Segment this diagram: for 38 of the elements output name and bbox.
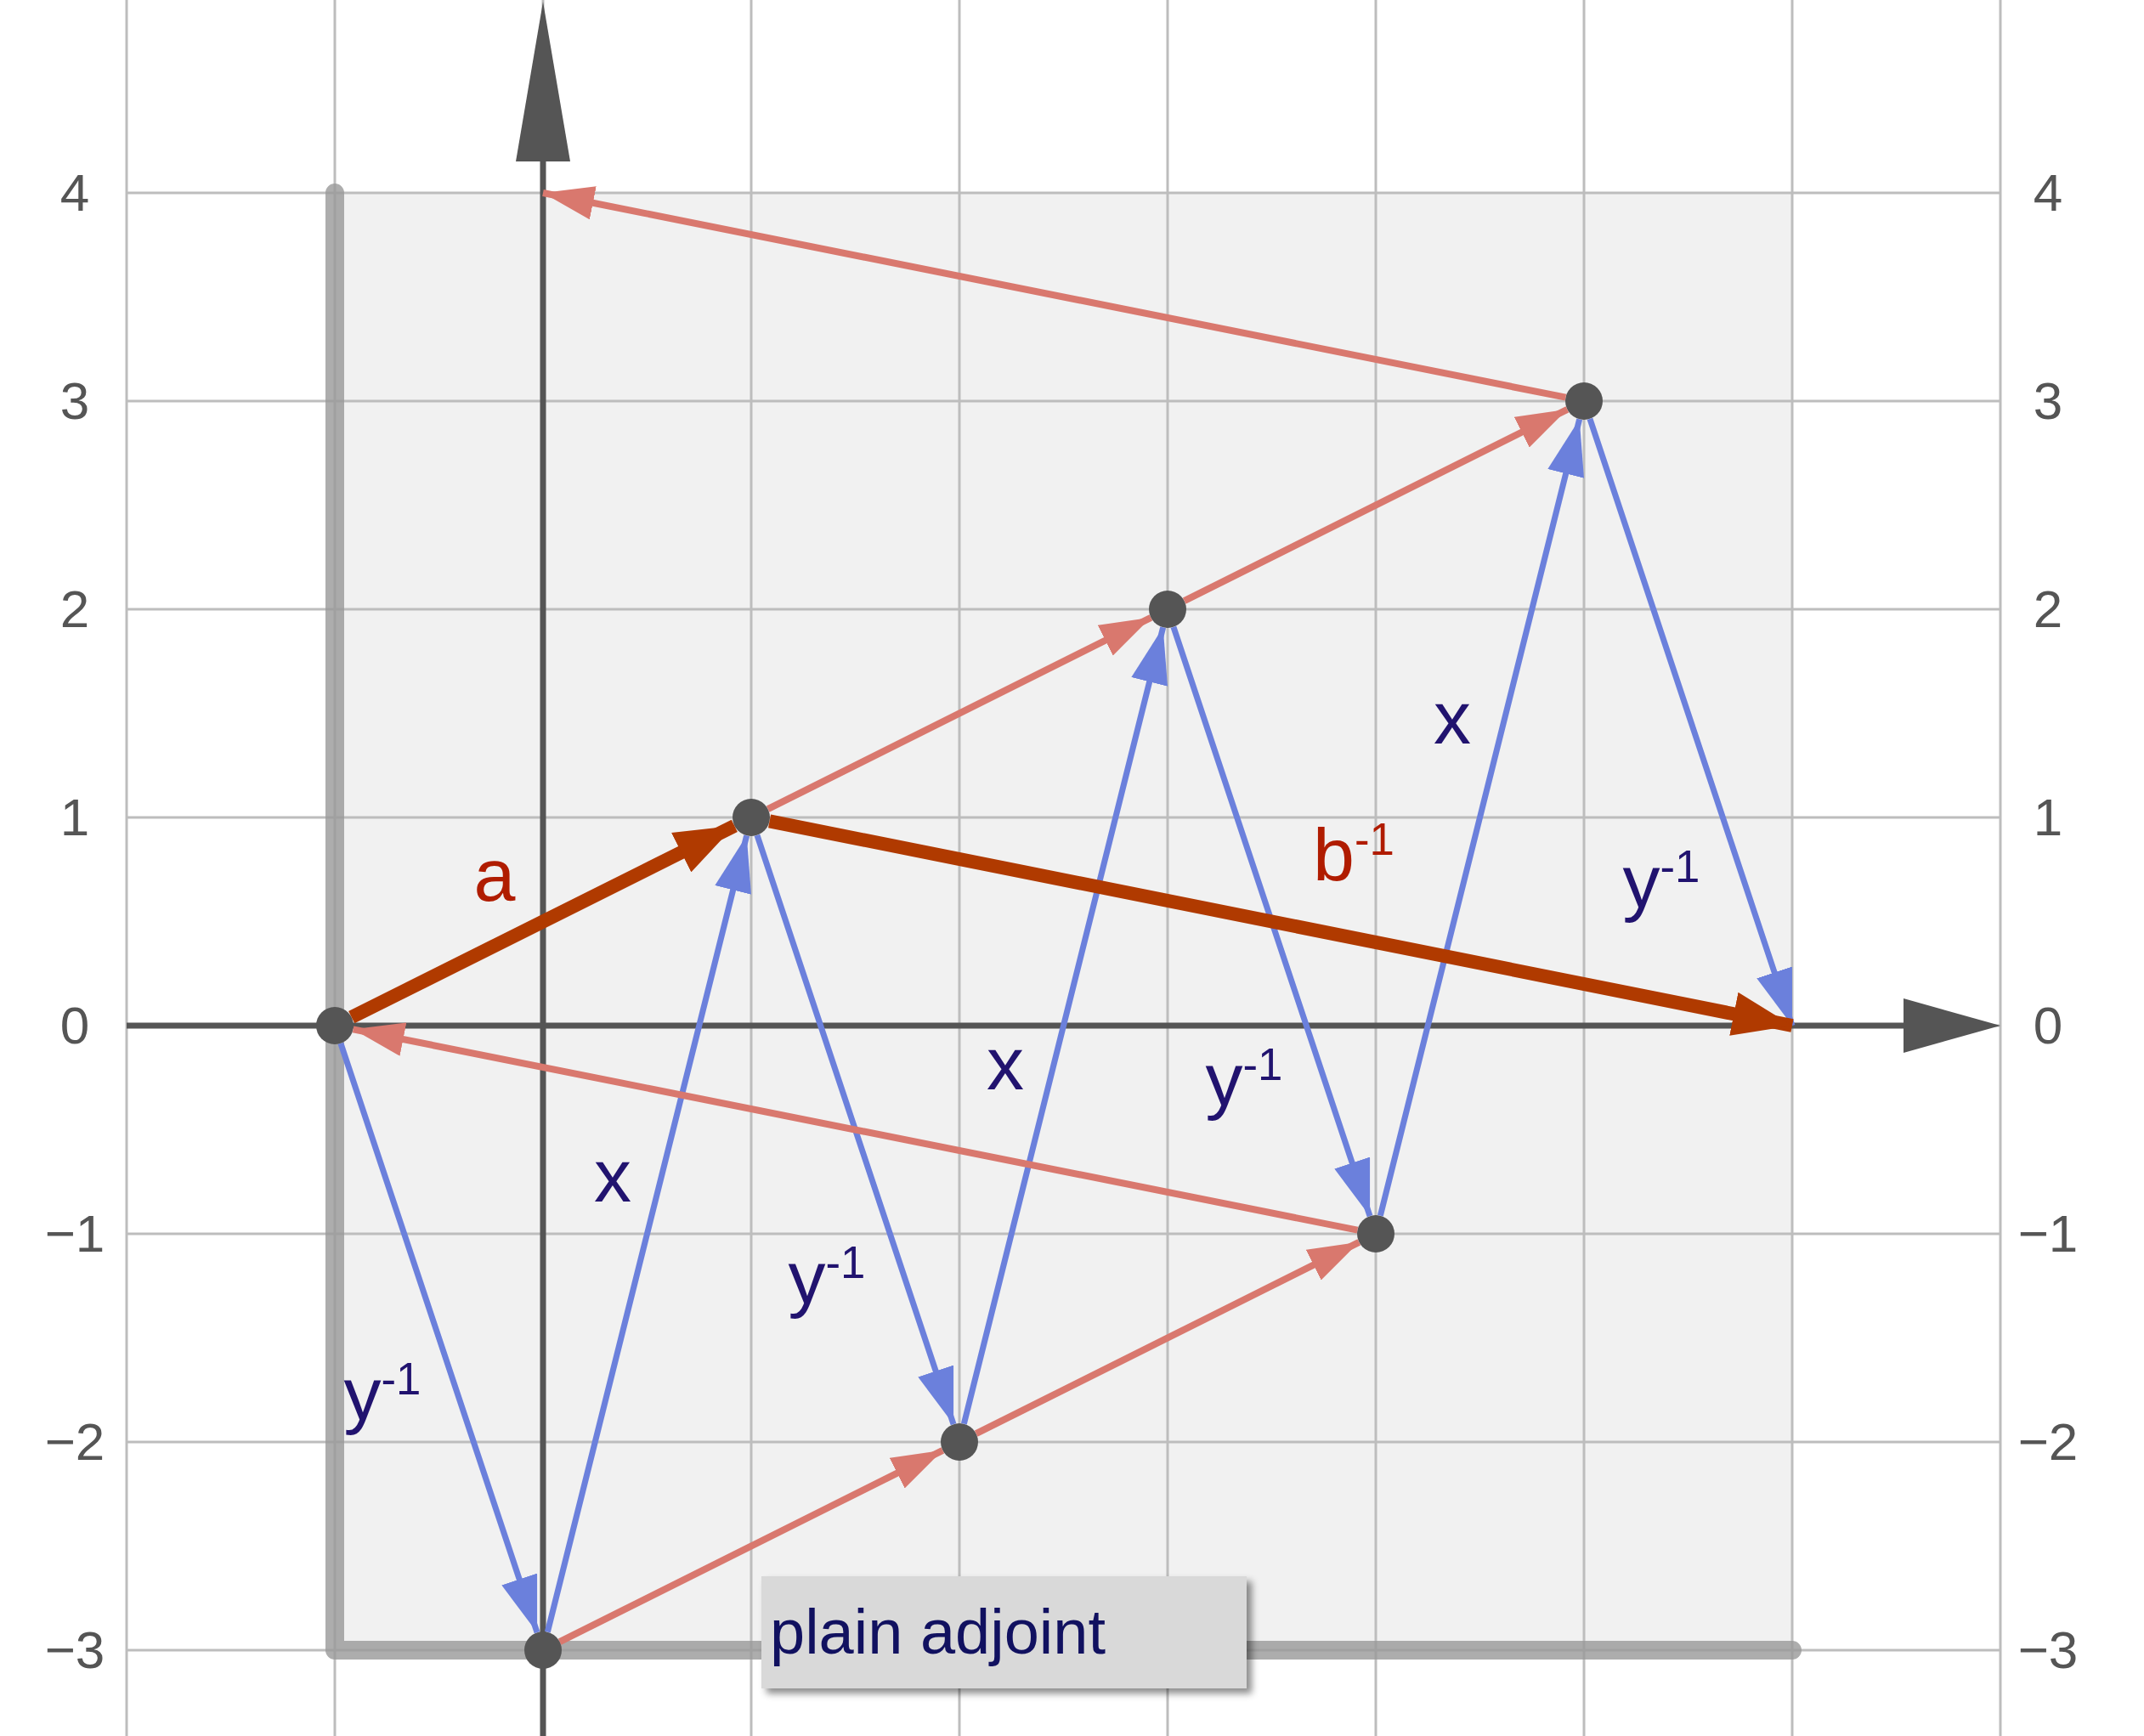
- axis-tick-label: 3: [2033, 375, 2063, 427]
- arrow: [337, 1042, 540, 1634]
- axis-tick-label: 4: [2033, 167, 2063, 219]
- point-marker: [316, 1007, 354, 1044]
- axis-tick-label: 0: [59, 999, 90, 1052]
- label-box: plain adjoint: [761, 1576, 1247, 1688]
- arrow: [352, 1022, 1359, 1234]
- axis-tick-label: 4: [59, 167, 90, 219]
- edge-label: a: [473, 838, 516, 913]
- arrow: [1170, 625, 1373, 1218]
- arrow: [1182, 406, 1570, 604]
- arrow: [974, 1239, 1361, 1437]
- arrow: [557, 1447, 945, 1645]
- axis-tick-label: 1: [59, 791, 90, 844]
- edge-label: x: [987, 1026, 1024, 1101]
- axis-tick-label: 3: [59, 375, 90, 427]
- arrow: [348, 819, 738, 1024]
- edge-label: x: [594, 1139, 631, 1213]
- axis-tick-label: 0: [2033, 999, 2063, 1052]
- arrow: [1587, 417, 1796, 1027]
- axis-tick-label: −1: [44, 1207, 105, 1260]
- arrow: [960, 626, 1168, 1425]
- edge-label: x: [1434, 681, 1471, 755]
- axis-tick-label: −2: [44, 1416, 105, 1468]
- axis-tick-label: 2: [59, 583, 90, 636]
- arrow: [542, 186, 1567, 401]
- axis-tick-label: −2: [2017, 1416, 2079, 1468]
- axis-tick-label: −1: [2017, 1207, 2079, 1260]
- edge-label: b$^{-1}$: [1313, 817, 1394, 893]
- arrow: [768, 814, 1794, 1036]
- axis-tick-label: 1: [2033, 791, 2063, 844]
- arrow: [1377, 418, 1584, 1217]
- axis-tick-label: 2: [2033, 583, 2063, 636]
- axis-tick-label: −3: [2017, 1624, 2079, 1677]
- axis-tick-label: −3: [44, 1624, 105, 1677]
- arrow: [544, 834, 751, 1633]
- arrow: [766, 614, 1153, 812]
- arrow: [754, 834, 957, 1426]
